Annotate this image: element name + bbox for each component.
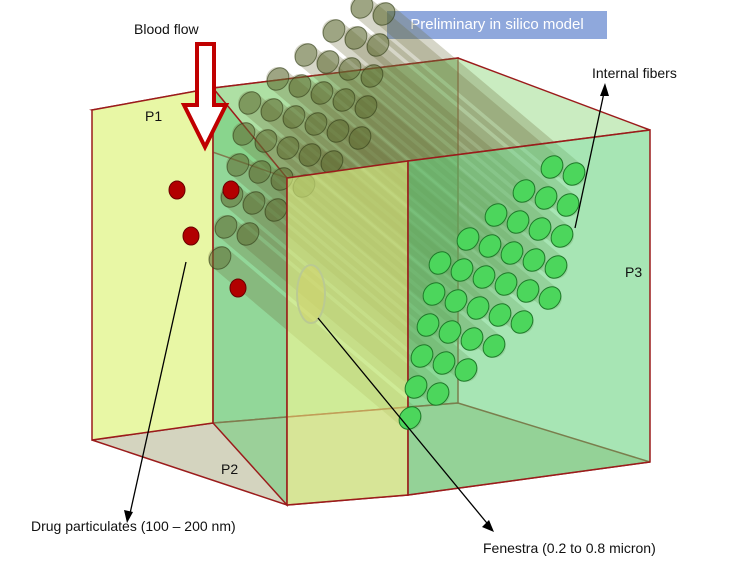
fiber-end xyxy=(556,193,580,217)
fiber-back-end xyxy=(264,198,288,222)
fiber-end xyxy=(422,282,446,306)
fiber-back-end xyxy=(276,136,300,160)
blood-flow-arrow-icon xyxy=(180,42,230,152)
plane-p3-label: P3 xyxy=(625,264,643,280)
fiber-back-end xyxy=(282,105,306,129)
drug-particulates-pointer xyxy=(124,261,187,523)
fiber-back-end xyxy=(248,160,272,184)
fiber-end xyxy=(512,179,536,203)
fiber-back-end xyxy=(288,74,312,98)
fiber-back-end xyxy=(348,126,372,150)
fiber-back-end xyxy=(304,112,328,136)
fiber-end xyxy=(528,217,552,241)
fiber-back-end xyxy=(214,215,238,239)
fiber-back-end xyxy=(294,43,318,67)
fiber-end xyxy=(466,296,490,320)
fiber-back-end xyxy=(260,98,284,122)
left-face-p1 xyxy=(91,87,214,441)
fiber-tube xyxy=(350,0,564,179)
fiber-end xyxy=(544,255,568,279)
drug-particulates-label: Drug particulates (100 – 200 nm) xyxy=(31,518,236,534)
fiber-back-end xyxy=(226,153,250,177)
fiber-back-end xyxy=(236,222,260,246)
fiber-end xyxy=(454,358,478,382)
fiber-back-end xyxy=(320,150,344,174)
fiber-end xyxy=(426,382,450,406)
fiber-back-end xyxy=(208,246,232,270)
fiber-end xyxy=(428,251,452,275)
fiber-end xyxy=(444,289,468,313)
fiber-end xyxy=(478,234,502,258)
fiber-end xyxy=(500,241,524,265)
plane-p2-label: P2 xyxy=(221,461,239,477)
model-title-banner: Preliminary in silico model xyxy=(387,11,607,39)
fiber-back-end xyxy=(354,95,378,119)
fiber-back-end xyxy=(238,91,262,115)
fiber-end xyxy=(484,203,508,227)
fiber-end xyxy=(516,279,540,303)
fiber-end xyxy=(562,162,586,186)
fiber-end xyxy=(540,155,564,179)
fiber-end xyxy=(538,286,562,310)
internal-fibers-label: Internal fibers xyxy=(592,65,677,81)
drug-particle xyxy=(229,278,247,298)
fiber-back-end xyxy=(350,0,374,19)
fiber-end xyxy=(456,227,480,251)
fiber-back-end xyxy=(360,64,384,88)
fiber-end xyxy=(410,344,434,368)
fiber-back-end xyxy=(366,33,390,57)
fiber-end xyxy=(494,272,518,296)
fiber-end xyxy=(416,313,440,337)
fiber-back-end xyxy=(242,191,266,215)
fiber-back-end xyxy=(232,122,256,146)
fiber-end xyxy=(432,351,456,375)
fiber-back-end xyxy=(332,88,356,112)
fiber-end xyxy=(510,310,534,334)
fiber-back-end xyxy=(316,50,340,74)
fiber-end xyxy=(550,224,574,248)
fiber-back-end xyxy=(322,19,346,43)
fiber-back-end xyxy=(298,143,322,167)
drug-particle xyxy=(182,226,200,246)
fenestra-pointer xyxy=(317,317,494,532)
fiber-back-end xyxy=(310,81,334,105)
drug-particle xyxy=(168,180,186,200)
drug-particle xyxy=(222,180,240,200)
fiber-back-end xyxy=(344,26,368,50)
fiber-end xyxy=(506,210,530,234)
fiber-back-end xyxy=(326,119,350,143)
fiber-back-end xyxy=(338,57,362,81)
blood-flow-label: Blood flow xyxy=(134,21,199,37)
fiber-end xyxy=(450,258,474,282)
fiber-end xyxy=(438,320,462,344)
fenestra-label: Fenestra (0.2 to 0.8 micron) xyxy=(483,540,656,556)
plane-p1-label: P1 xyxy=(145,108,163,124)
fiber-end xyxy=(488,303,512,327)
fiber-back-end xyxy=(254,129,278,153)
fiber-end xyxy=(472,265,496,289)
fiber-back-end xyxy=(266,67,290,91)
fiber-end xyxy=(522,248,546,272)
fiber-end xyxy=(404,375,428,399)
fiber-end xyxy=(534,186,558,210)
front-face xyxy=(286,160,409,506)
fiber-end xyxy=(482,334,506,358)
fiber-back-end xyxy=(372,2,396,26)
fiber-end xyxy=(460,327,484,351)
internal-fibers-pointer xyxy=(574,83,609,229)
